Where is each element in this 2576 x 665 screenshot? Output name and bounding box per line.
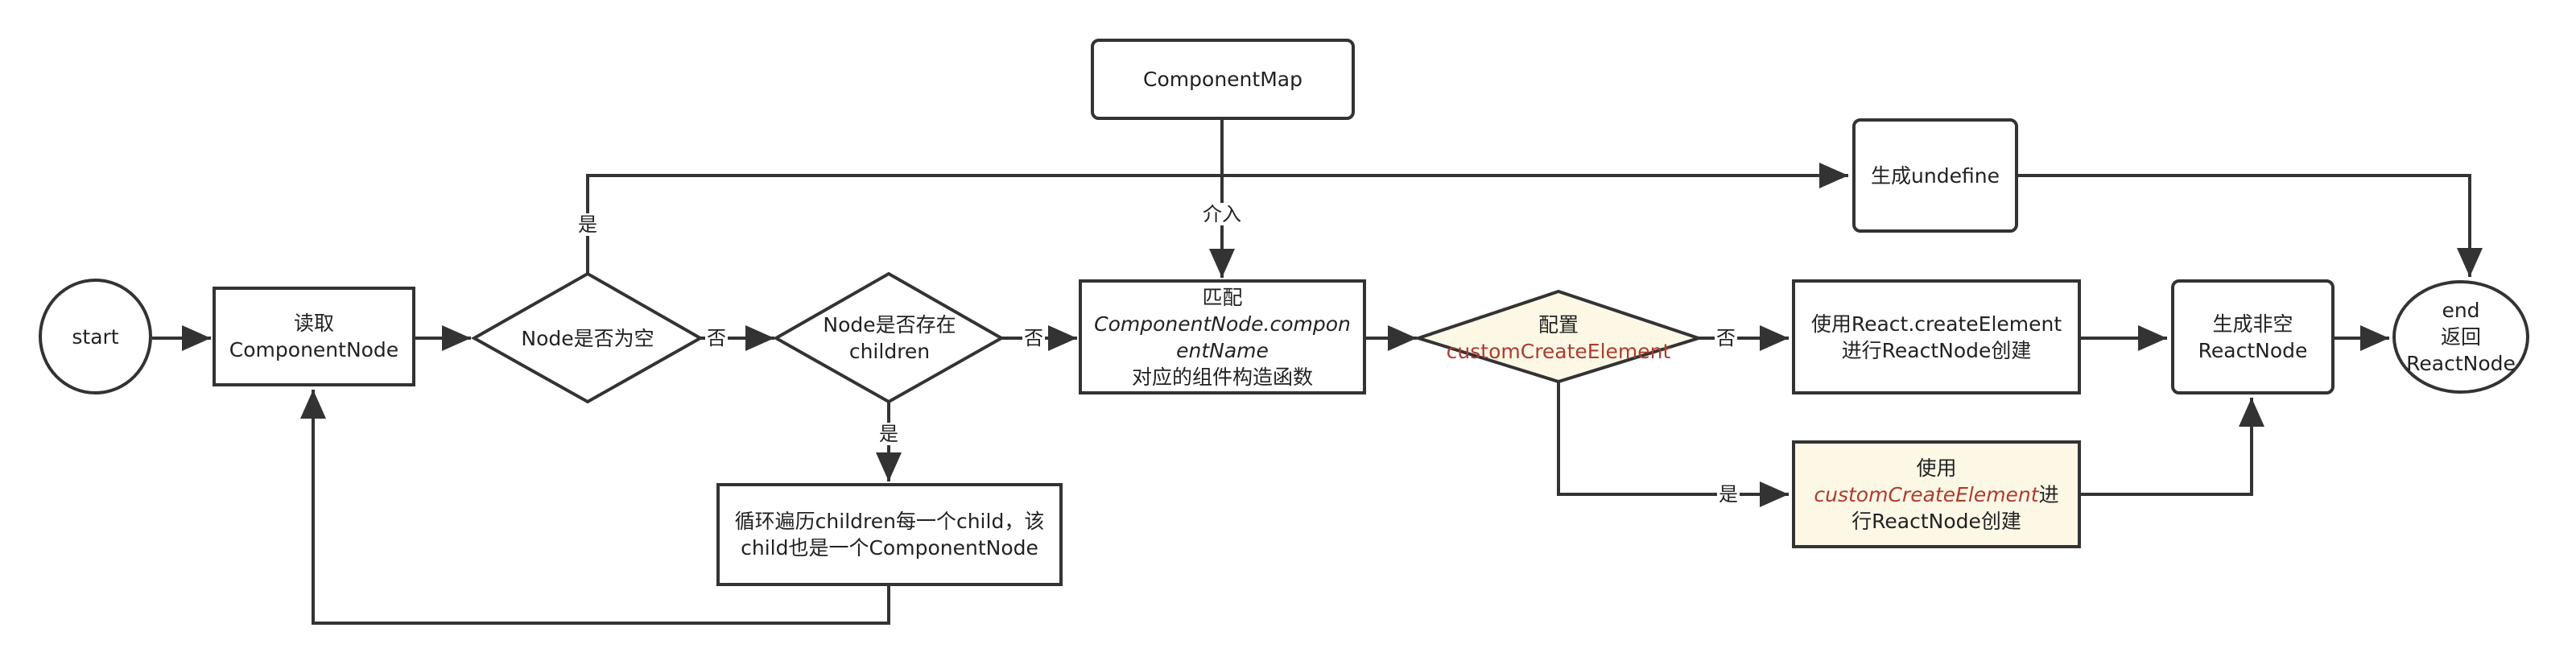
gen-nonempty-line-2: ReactNode <box>2198 338 2308 362</box>
read-component-node: 读取 ComponentNode <box>213 287 415 386</box>
loop-line-1: 循环遍历children每一个child，该 <box>734 510 1045 533</box>
end-node: end 返回 ReactNode <box>2392 280 2529 394</box>
match-line-3: entName <box>1176 338 1269 362</box>
match-line-1: 匹配 <box>1202 285 1243 309</box>
edge-undefined-end <box>2018 174 2483 277</box>
read-line-1: 读取 <box>293 312 334 335</box>
config-line-1: 配置 <box>1538 313 1579 337</box>
label-config-no: 否 <box>1715 327 1737 349</box>
decision-has-children <box>772 271 1005 404</box>
gen-undefined-label: 生成undefine <box>1871 163 2000 188</box>
custom-create-line-1: 使用 <box>1916 456 1957 480</box>
custom-create-fn-name: customCreateElement <box>1814 482 2039 506</box>
component-map-label: ComponentMap <box>1143 68 1302 91</box>
custom-create-line-2: customCreateElement进 <box>1814 481 2058 508</box>
label-config-yes: 是 <box>1717 483 1740 506</box>
has-children-line-2: children <box>848 340 931 363</box>
match-constructor-node: 匹配 ComponentNode.compon entName 对应的组件构造函… <box>1079 279 1366 394</box>
custom-create-line-2-tail: 进 <box>2038 482 2059 506</box>
custom-create-node: 使用 customCreateElement进 行ReactNode创建 <box>1792 440 2081 548</box>
label-children-no: 否 <box>1022 327 1045 349</box>
config-text: 配置 customCreateElement <box>1441 310 1676 366</box>
gen-undefined-node: 生成undefine <box>1852 118 2018 233</box>
decision-is-empty <box>470 271 704 404</box>
label-empty-no: 否 <box>705 327 728 349</box>
start-node: start <box>39 279 152 394</box>
start-label: start <box>72 324 119 349</box>
match-line-4: 对应的组件构造函数 <box>1131 365 1313 389</box>
edge-empty-undefined <box>586 163 1848 274</box>
label-intervene: 介入 <box>1201 203 1243 225</box>
label-empty-yes: 是 <box>576 213 599 236</box>
gen-nonempty-line-1: 生成非空 <box>2212 312 2293 336</box>
react-create-line-2: 进行ReactNode创建 <box>1841 338 2032 362</box>
react-create-node: 使用React.createElement 进行ReactNode创建 <box>1792 279 2081 394</box>
gen-nonempty-node: 生成非空 ReactNode <box>2171 279 2334 394</box>
end-line-1: end <box>2442 299 2480 322</box>
component-map-node: ComponentMap <box>1091 39 1355 120</box>
has-children-line-1: Node是否存在 <box>823 313 956 337</box>
edge-config-custom <box>1557 382 1789 507</box>
label-children-yes: 是 <box>877 423 900 445</box>
read-line-2: ComponentNode <box>229 338 399 361</box>
is-empty-label: Node是否为空 <box>521 326 654 350</box>
config-line-2: customCreateElement <box>1446 340 1671 363</box>
loop-line-2: child也是一个ComponentNode <box>741 536 1038 560</box>
react-create-line-1: 使用React.createElement <box>1810 312 2062 336</box>
has-children-text: Node是否存在 children <box>797 310 982 366</box>
edge-loop-read <box>300 390 890 625</box>
end-line-2: 返回 <box>2440 325 2481 349</box>
end-line-3: ReactNode <box>2406 352 2516 375</box>
edge-custom-nonempty <box>2081 398 2264 496</box>
match-line-2: ComponentNode.compon <box>1094 312 1351 336</box>
is-empty-text: Node是否为空 <box>491 322 684 354</box>
custom-create-line-3: 行ReactNode创建 <box>1852 509 2021 533</box>
decision-config <box>1413 289 1704 384</box>
loop-children-node: 循环遍历children每一个child，该 child也是一个Componen… <box>716 483 1063 586</box>
